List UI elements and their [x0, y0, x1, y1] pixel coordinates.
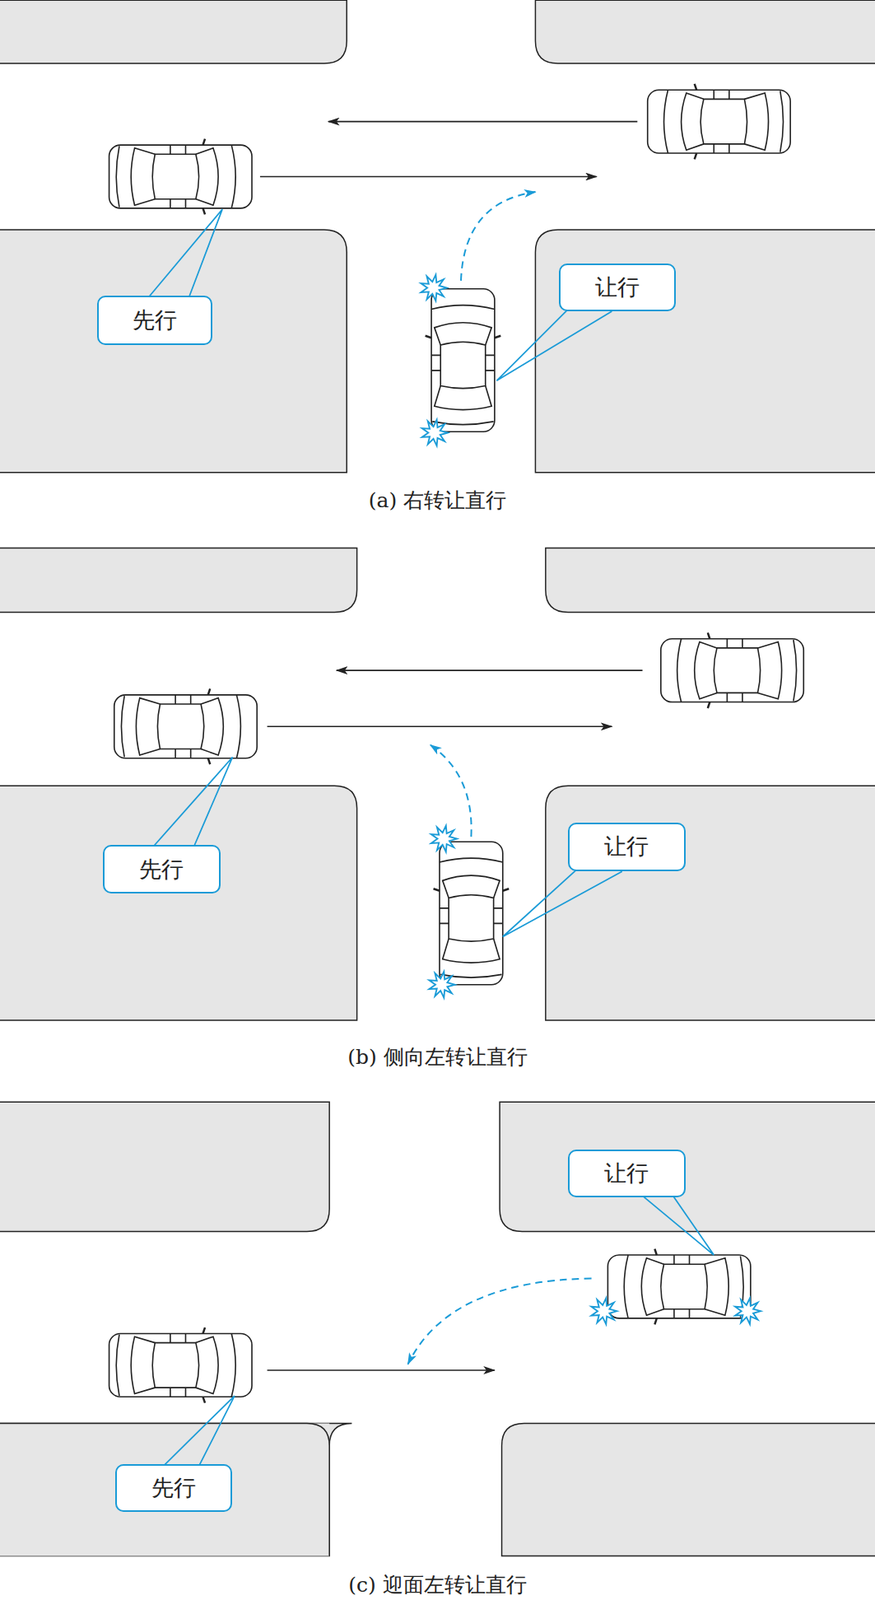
- callout-text: 先行: [139, 854, 184, 885]
- callout-text: 让行: [595, 272, 640, 303]
- callout-box: 让行: [567, 822, 685, 871]
- panel-caption: (c) 迎面左转让直行: [348, 1570, 526, 1598]
- callout-text: 让行: [604, 831, 649, 862]
- callout-text: 先行: [132, 305, 177, 336]
- callout-text: 先行: [151, 1472, 196, 1503]
- callout-box: 让行: [558, 263, 676, 312]
- callout-box: 先行: [97, 295, 213, 345]
- callout-box: 先行: [115, 1463, 233, 1512]
- callout-box: 让行: [567, 1149, 685, 1197]
- panel-caption: (a) 右转让直行: [368, 486, 507, 514]
- callout-box: 先行: [102, 844, 220, 894]
- panel-caption: (b) 侧向左转让直行: [347, 1042, 527, 1071]
- callout-text: 让行: [604, 1158, 649, 1188]
